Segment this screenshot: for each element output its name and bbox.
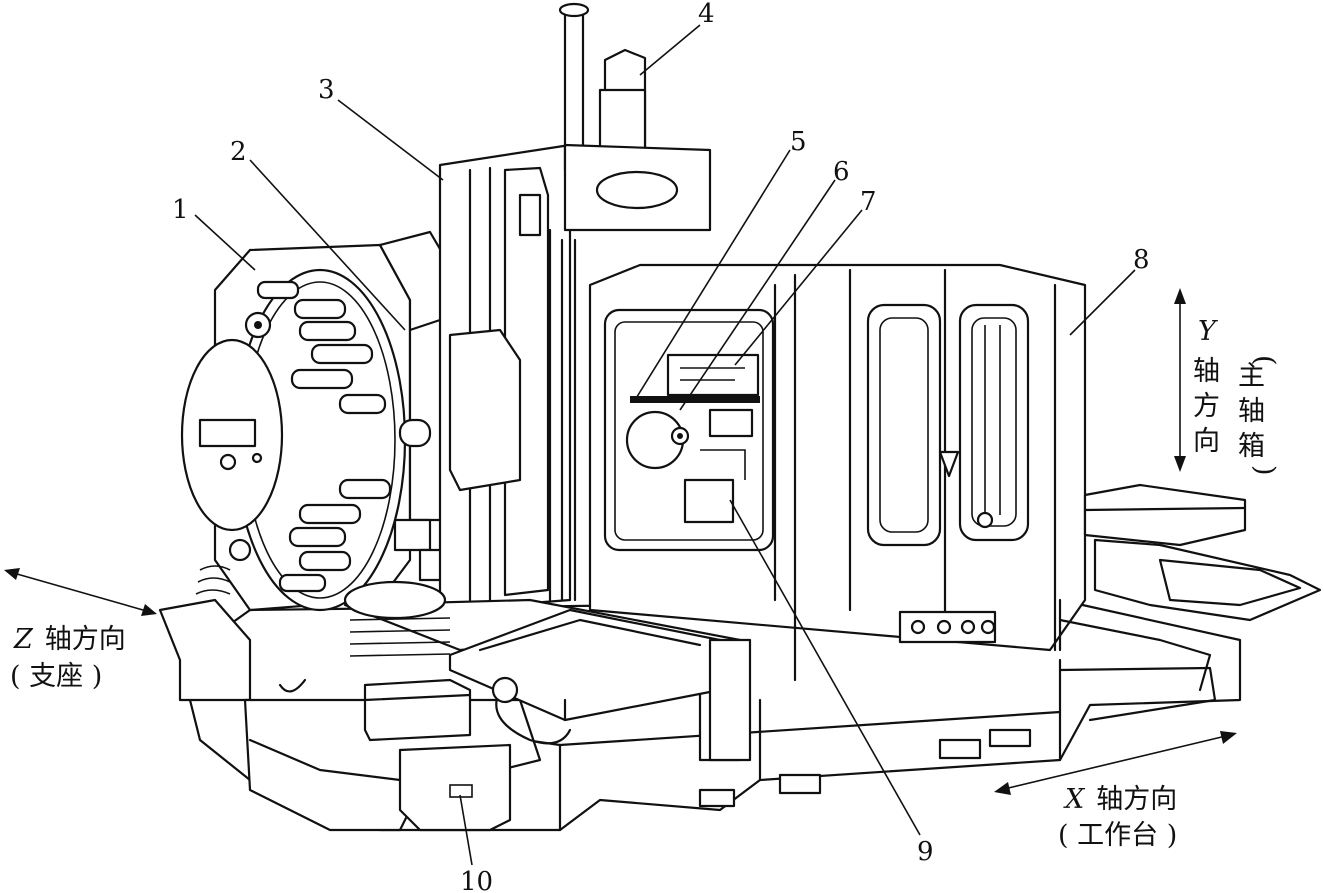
callout-6: 6	[833, 157, 850, 187]
x-axis-text: 轴方向	[1096, 784, 1177, 815]
callout-numbers: 1 2 3 4 5 6 7 8 9 10	[172, 0, 1150, 893]
y-axis-paren-close: )	[1249, 465, 1280, 476]
axis-arrows	[4, 288, 1237, 795]
leader-6	[679, 179, 836, 411]
y-axis-letter: Y	[1198, 316, 1218, 347]
callout-7: 7	[860, 187, 877, 217]
callout-10: 10	[460, 867, 493, 893]
svg-text:X 轴方向: X 轴方向	[1063, 784, 1177, 815]
z-axis-letter: Z	[13, 624, 34, 655]
y-axis-char-1: 轴	[1193, 356, 1220, 387]
svg-text:Z 轴方向: Z 轴方向	[13, 624, 126, 655]
y-axis-sub-char-1: 主	[1238, 361, 1265, 392]
callout-5: 5	[790, 127, 807, 157]
y-axis-arrow	[1174, 288, 1186, 472]
leader-lines	[194, 24, 1136, 866]
z-axis-sub: ( 支座 )	[10, 661, 102, 692]
y-rails	[548, 228, 577, 602]
callout-4: 4	[698, 0, 715, 29]
y-axis-char-2: 方	[1193, 391, 1220, 422]
y-axis-sub-char-3: 箱	[1238, 431, 1265, 462]
x-axis-arrow	[994, 731, 1237, 795]
support-base	[158, 598, 542, 832]
column	[438, 143, 572, 612]
x-axis-sub: ( 工作台 )	[1058, 820, 1177, 851]
leader-1	[194, 214, 256, 271]
y-axis-char-3: 向	[1193, 426, 1220, 457]
leader-8	[1069, 269, 1136, 336]
x-axis-label: X 轴方向 ( 工作台 )	[1058, 784, 1177, 851]
z-axis-text: 轴方向	[45, 624, 126, 655]
leader-4	[639, 24, 701, 76]
work-area	[603, 308, 775, 552]
x-axis-letter: X	[1063, 784, 1086, 815]
z-axis-arrow	[4, 568, 157, 616]
leader-2	[249, 159, 406, 331]
z-axis-label: Z 轴方向 ( 支座 )	[10, 624, 126, 692]
callout-9: 9	[917, 837, 934, 867]
leader-5	[634, 149, 791, 401]
callout-8: 8	[1133, 245, 1150, 275]
tool-magazine	[180, 243, 412, 612]
leader-9	[729, 499, 921, 836]
leader-10	[459, 794, 473, 866]
y-axis-label: Y 轴 方 向 ( 主 轴 箱 )	[1193, 316, 1280, 476]
leader-7	[734, 209, 863, 366]
pallet-tray	[1058, 483, 1322, 692]
y-axis-sub-char-2: 轴	[1238, 396, 1265, 427]
y-axis-paren-open: (	[1249, 355, 1280, 366]
callout-1: 1	[172, 195, 189, 225]
worktable	[278, 580, 752, 762]
leader-3	[337, 99, 444, 181]
callout-3: 3	[318, 75, 335, 105]
callout-2: 2	[230, 137, 247, 167]
spindle-motor	[558, 2, 712, 232]
